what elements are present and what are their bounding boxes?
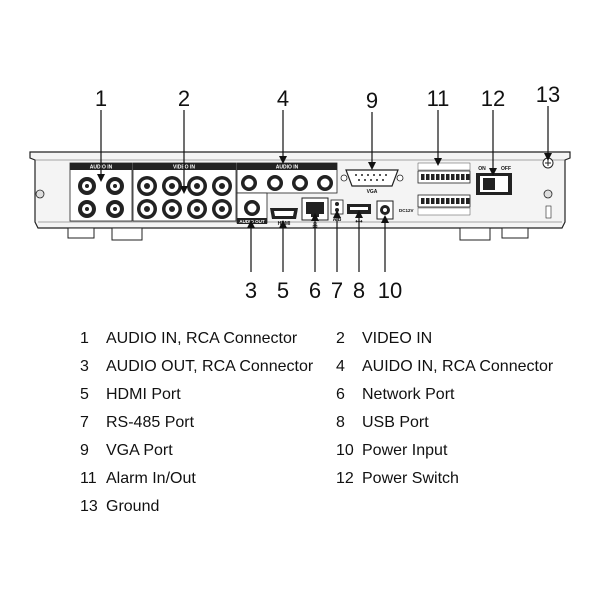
callout-4: 4 (277, 86, 289, 111)
legend-number: 11 (80, 470, 97, 487)
legend-text: Ground (106, 498, 160, 515)
rear-panel-diagram: AUDIO IN VIDEO IN AUDIO IN (29, 82, 571, 303)
off-label: OFF (501, 166, 511, 172)
callout-6: 6 (309, 278, 321, 303)
vga-label: VGA (367, 189, 378, 195)
bnc-connector-pin (194, 183, 200, 189)
legend-text: RS-485 Port (106, 414, 195, 431)
bnc-connectors (137, 176, 232, 219)
legend-number: 13 (80, 498, 98, 515)
legend-number: 9 (80, 442, 89, 459)
legend-number: 7 (80, 414, 89, 431)
legend-text: AUDIO OUT, RCA Connector (106, 358, 314, 375)
legend-text: Power Switch (362, 470, 459, 487)
terminal-screw (451, 198, 455, 204)
callout-2: 2 (178, 86, 190, 111)
power-switch: ON OFF (476, 166, 512, 195)
terminal-screw (466, 198, 470, 204)
bnc-connector-pin (169, 206, 175, 212)
callout-5: 5 (277, 278, 289, 303)
legend-text: Alarm In/Out (106, 470, 196, 487)
terminal-screw (446, 174, 450, 180)
legend-number: 2 (336, 330, 345, 347)
bnc-connector-pin (144, 206, 150, 212)
callout-13: 13 (536, 82, 560, 107)
terminal-screw (446, 198, 450, 204)
on-label: ON (478, 166, 486, 172)
legend-number: 3 (80, 358, 89, 375)
bnc-connector-pin (194, 206, 200, 212)
callout-8: 8 (353, 278, 365, 303)
audio-out-label: AUDIO OUT (239, 219, 265, 224)
terminal-screw (431, 198, 435, 204)
callout-3: 3 (245, 278, 257, 303)
legend-text: HDMI Port (106, 386, 181, 403)
terminal-screw (451, 174, 455, 180)
legend-number: 10 (336, 442, 354, 459)
terminal-screw (421, 198, 425, 204)
terminal-screw (456, 198, 460, 204)
callout-10: 10 (378, 278, 402, 303)
terminal-screw (461, 174, 465, 180)
callout-1: 1 (95, 86, 107, 111)
terminal-screw (436, 174, 440, 180)
callout-9: 9 (366, 88, 378, 113)
terminal-screws (421, 174, 470, 204)
legend-number: 6 (336, 386, 345, 403)
audio-in-right-label: AUDIO IN (276, 165, 299, 171)
legend-number: 8 (336, 414, 345, 431)
terminal-screw (456, 174, 460, 180)
legend-text: VIDEO IN (362, 330, 433, 347)
bnc-connector-pin (219, 206, 225, 212)
audio-out-block: AUDIO OUT (236, 192, 268, 224)
dc-label: DC12V (399, 208, 414, 213)
legend-text: Network Port (362, 386, 455, 403)
callout-12: 12 (481, 86, 505, 111)
audio-in-right-block: AUDIO IN (236, 162, 338, 194)
terminal-screw (441, 198, 445, 204)
screw-left (35, 189, 45, 199)
terminal-screw (431, 174, 435, 180)
alarm-terminal-block (417, 162, 471, 216)
vga-port: VGA (340, 169, 404, 195)
screw-right (543, 189, 553, 199)
callout-11: 11 (427, 86, 450, 111)
terminal-screw (466, 174, 470, 180)
legend-number: 5 (80, 386, 89, 403)
bnc-connector-pin (219, 183, 225, 189)
legend-number: 1 (80, 330, 89, 347)
leader-lines (100, 106, 549, 272)
bnc-connector-pin (169, 183, 175, 189)
legend-number: 12 (336, 470, 354, 487)
legend-text: USB Port (362, 414, 429, 431)
terminal-screw (426, 198, 430, 204)
bnc-connector-pin (144, 183, 150, 189)
terminal-screw (421, 174, 425, 180)
legend-text: VGA Port (106, 442, 173, 459)
callout-numbers: 1 2 4 9 11 12 13 3 5 6 7 8 10 (95, 82, 560, 303)
callout-7: 7 (331, 278, 343, 303)
terminal-screw (461, 198, 465, 204)
legend-text: Power Input (362, 442, 448, 459)
terminal-screw (436, 198, 440, 204)
legend-number: 4 (336, 358, 345, 375)
legend-text: AUIDO IN, RCA Connector (362, 358, 554, 375)
terminal-screw (426, 174, 430, 180)
leader-arrows (97, 153, 552, 228)
terminal-screw (441, 174, 445, 180)
legend-text: AUDIO IN, RCA Connector (106, 330, 298, 347)
